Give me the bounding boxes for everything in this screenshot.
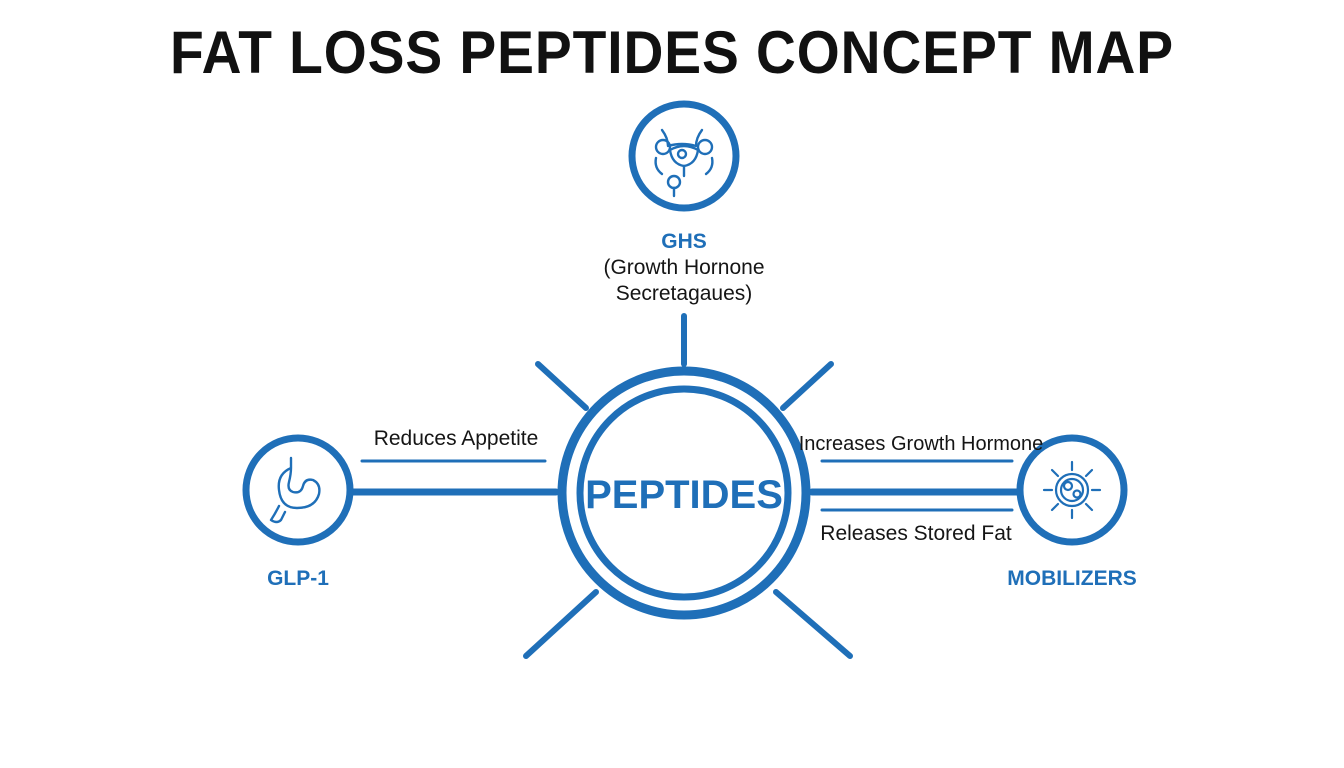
node-ghs: GHS (Growth Hornone Secretagaues) <box>603 100 765 305</box>
node-ghs-name: GHS <box>661 230 707 253</box>
node-ghs-desc-line1: (Growth Hornone <box>603 256 764 279</box>
connector-mobilizers <box>808 459 1022 512</box>
hub-spokes <box>523 313 853 659</box>
spoke-lower-right <box>773 589 853 659</box>
node-glp1: GLP-1 <box>242 434 354 590</box>
node-mobilizers-name: MOBILIZERS <box>1007 567 1137 590</box>
node-glp1-ring <box>242 434 354 546</box>
node-glp1-name: GLP-1 <box>267 567 329 590</box>
fat-cell-release-icon <box>1042 460 1102 520</box>
node-ghs-desc-line2: Secretagaues) <box>616 282 753 305</box>
center-hub-label: PEPTIDES <box>585 473 783 517</box>
spoke-upper-left <box>535 361 589 411</box>
pituitary-gland-icon <box>654 128 714 198</box>
center-hub-inner-ring <box>576 385 792 601</box>
stomach-icon <box>269 456 321 524</box>
edge-label-releases-stored-fat: Releases Stored Fat <box>820 522 1012 545</box>
center-hub: PEPTIDES <box>557 366 811 620</box>
page-title: FAT LOSS PEPTIDES CONCEPT MAP <box>169 19 1175 86</box>
edge-label-increases-growth-hormone: Increases Growth Hormone <box>799 433 1044 455</box>
spoke-lower-left <box>523 589 599 659</box>
connector-glp1 <box>348 459 560 496</box>
edge-label-reduces-appetite: Reduces Appetite <box>374 427 539 450</box>
spoke-upper-right <box>780 361 834 411</box>
node-mobilizers: MOBILIZERS <box>1007 434 1137 590</box>
node-mobilizers-ring <box>1016 434 1128 546</box>
node-ghs-ring <box>628 100 740 212</box>
